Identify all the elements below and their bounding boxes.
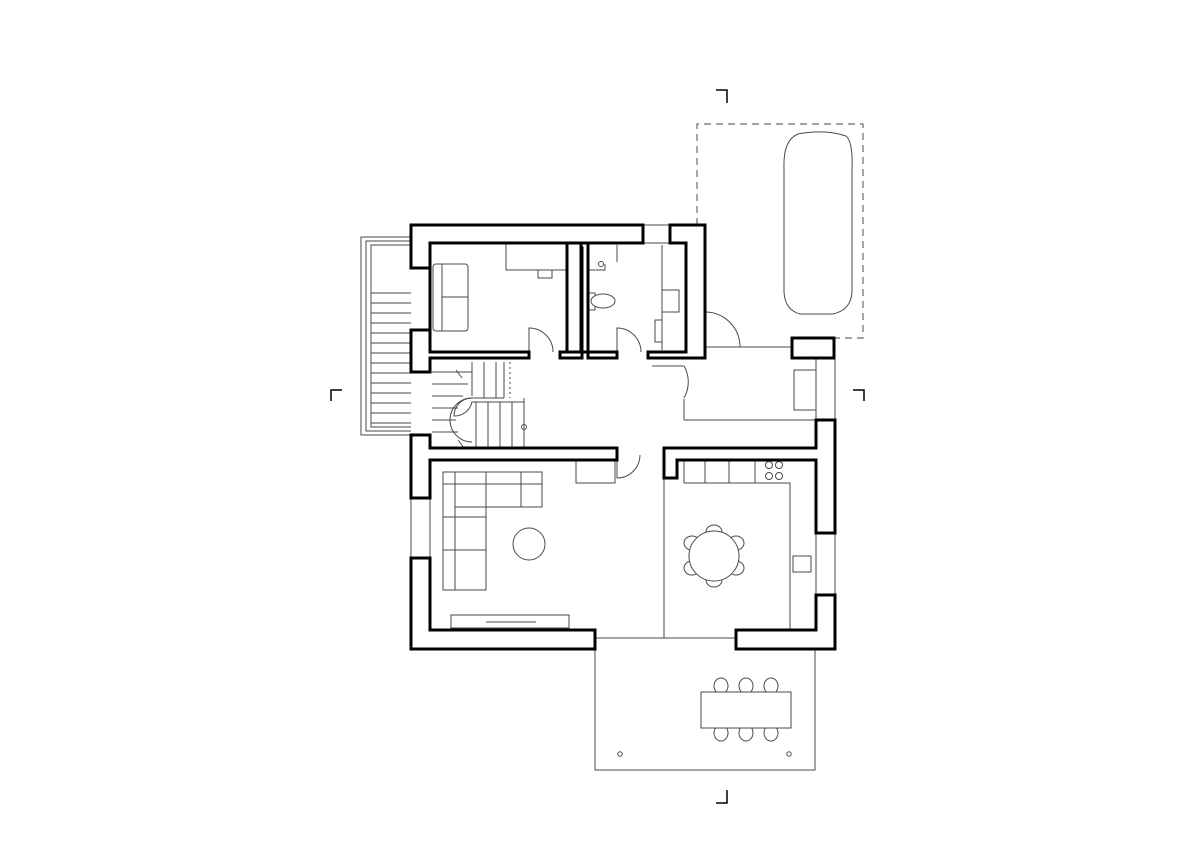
section-marker-top <box>716 89 728 103</box>
wall-south-east <box>734 593 837 651</box>
wall-bath-partition <box>565 241 583 354</box>
kitchen-appliance <box>792 555 812 573</box>
round-coffee-table <box>512 527 546 561</box>
wall-south-west <box>409 556 597 651</box>
room-kitchen-dining <box>683 460 812 630</box>
wall-kitchen-north <box>662 418 837 535</box>
room-living <box>442 459 616 629</box>
tv-cabinet <box>450 614 570 629</box>
wall-utility <box>646 223 707 360</box>
sectional-sofa <box>442 471 543 591</box>
section-marker-bottom <box>716 790 728 804</box>
sideboard <box>575 459 616 484</box>
room-bathroom <box>587 245 618 311</box>
car <box>783 131 853 315</box>
terrace-table <box>700 677 792 742</box>
stair-treads <box>432 362 513 449</box>
wall-stair-lower <box>409 433 619 500</box>
wall-bath-bottom <box>586 350 619 360</box>
room-staircase <box>432 362 527 449</box>
sofa <box>432 263 469 332</box>
carport <box>696 123 864 339</box>
toilet <box>587 292 616 311</box>
section-marker-right <box>853 389 865 401</box>
kitchen-counter <box>683 460 791 630</box>
wall-entrance-pillar <box>790 336 836 360</box>
balcony <box>360 236 411 436</box>
terrace <box>594 649 816 771</box>
shower <box>588 245 618 271</box>
room-hall <box>560 358 650 448</box>
room-study <box>432 243 567 332</box>
balcony-stair-treads <box>371 292 411 424</box>
section-marker-left <box>330 389 342 401</box>
entrance-cabinet <box>793 369 817 411</box>
walls <box>409 223 837 651</box>
cooktop <box>765 461 783 480</box>
round-dining-table <box>683 524 745 588</box>
desk <box>505 243 567 279</box>
doors <box>528 311 741 479</box>
room-utility <box>654 245 680 350</box>
